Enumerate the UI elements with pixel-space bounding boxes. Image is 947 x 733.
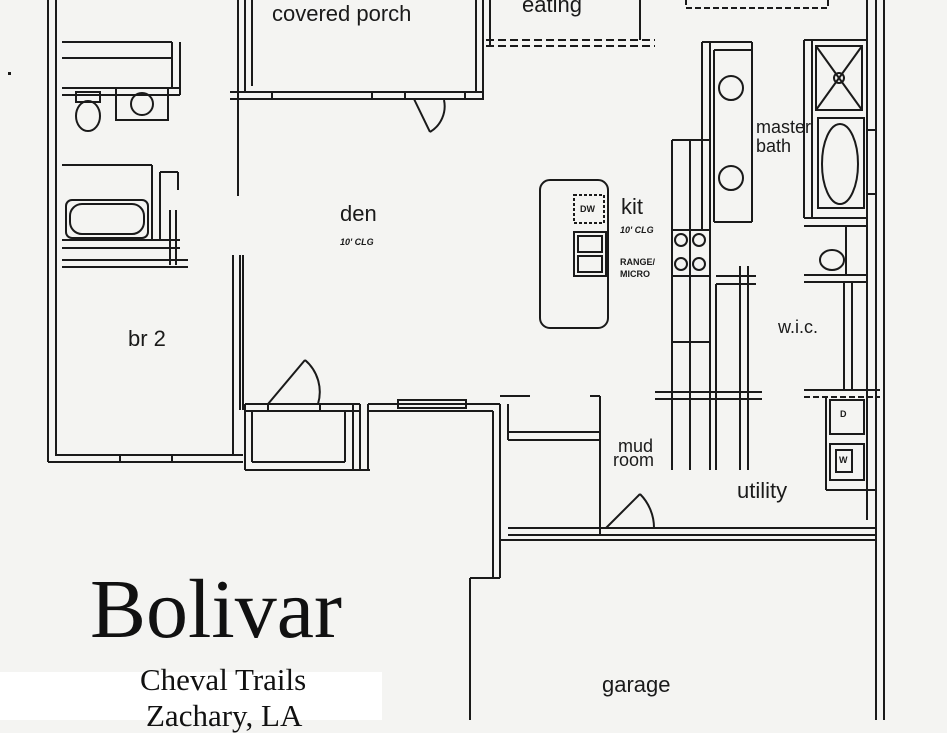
plan-title: Bolivar (90, 563, 342, 656)
label-range-micro-2: MICRO (620, 269, 650, 279)
exterior-wall-left (47, 0, 243, 463)
exterior-wall-right (866, 0, 885, 720)
label-den-ceiling: 10' CLG (340, 237, 374, 247)
title-backdrop (0, 672, 382, 720)
label-kit: kit (621, 194, 643, 219)
label-covered-porch: covered porch (272, 1, 412, 26)
label-br2: br 2 (128, 326, 166, 351)
label-dishwasher: DW (580, 204, 595, 214)
label-washer: W (839, 455, 848, 465)
label-utility: utility (737, 478, 788, 503)
window-br2 (119, 454, 173, 463)
label-master-bath-2: bath (756, 136, 792, 156)
label-dryer: D (840, 409, 847, 419)
label-mud-room-2: room (613, 450, 655, 470)
plan-subtitle: Cheval Trails (140, 662, 307, 697)
label-garage: garage (602, 672, 671, 697)
label-den: den (340, 201, 377, 226)
label-master-bath-1: master (756, 117, 812, 137)
stray-mark (8, 72, 11, 75)
label-kit-ceiling: 10' CLG (620, 225, 654, 235)
plan-location: Zachary, LA (146, 698, 303, 733)
label-range-micro-1: RANGE/ (620, 257, 656, 267)
label-wic: w.i.c. (778, 317, 819, 337)
label-mud-room-1: mud (618, 436, 654, 456)
label-eating: eating (522, 0, 582, 17)
